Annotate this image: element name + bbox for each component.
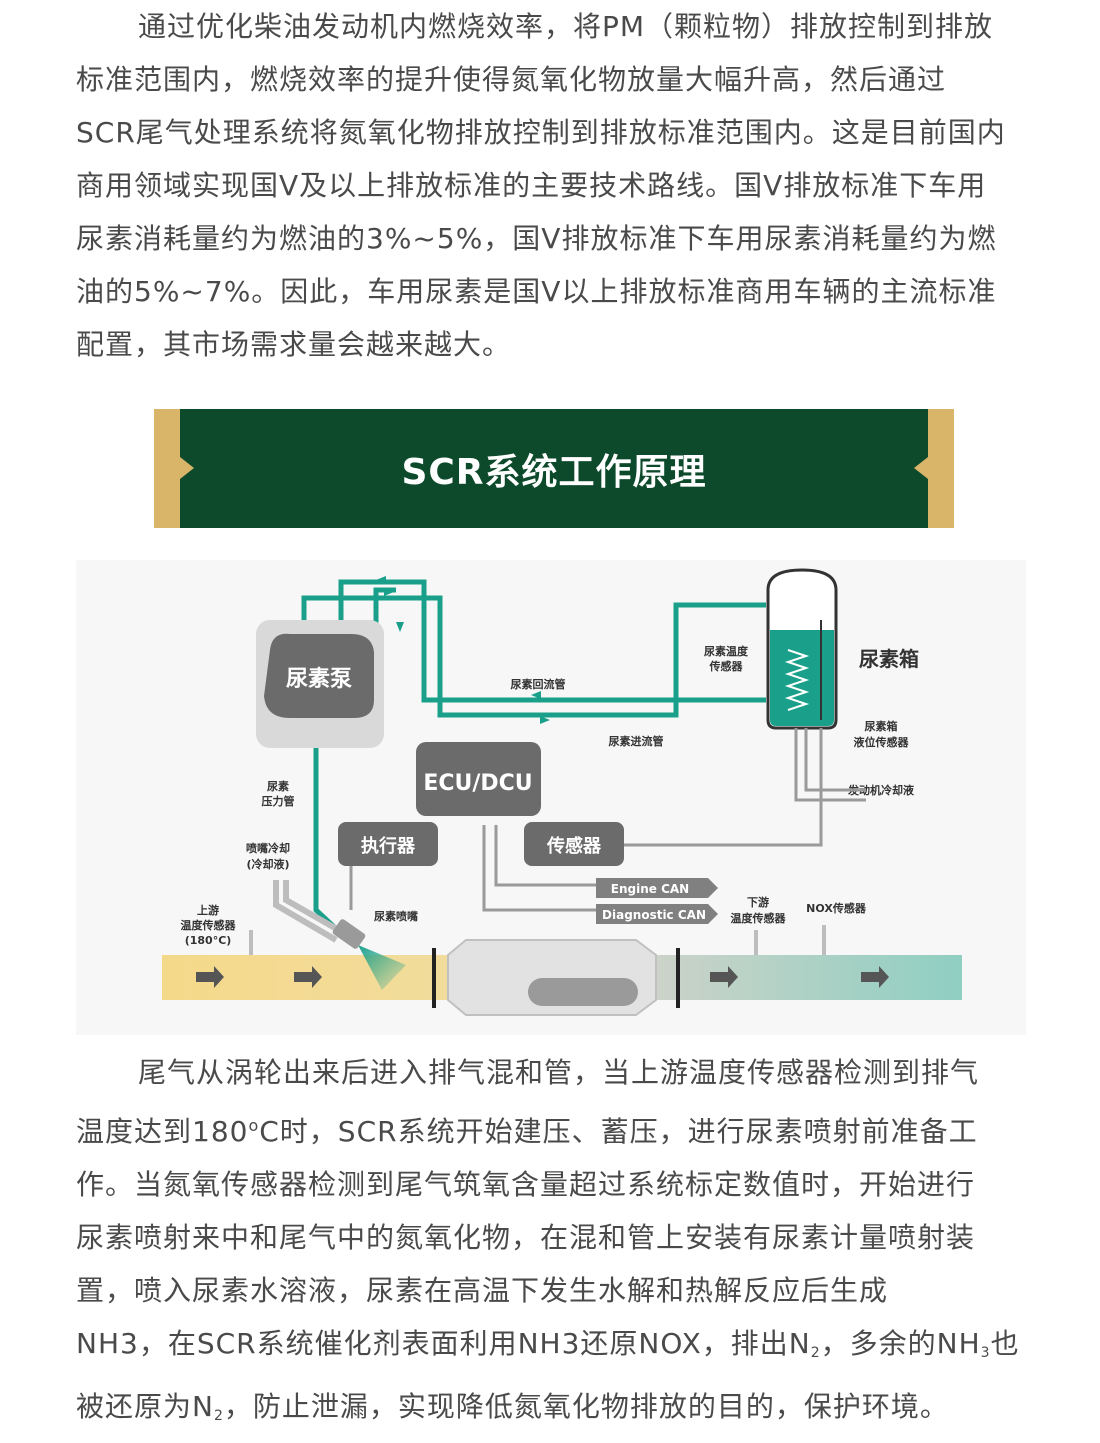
subscript: 2 bbox=[810, 1345, 821, 1361]
banner-arrow-left-icon bbox=[180, 457, 194, 479]
outro-line: 置，喷入尿素水溶液，尿素在高温下发生水解和热解反应后生成 bbox=[76, 1274, 889, 1307]
urea-tank bbox=[766, 568, 838, 730]
return-pipe-line bbox=[301, 595, 766, 718]
outro-text: 被还原为N bbox=[76, 1390, 214, 1423]
inlet-pipe-label: 尿素进流管 bbox=[609, 734, 664, 748]
tank-temp-sensor-label: 尿素温度 bbox=[704, 644, 749, 658]
subscript: 3 bbox=[980, 1345, 991, 1361]
intro-line: 油的5%~7%。因此，车用尿素是国V以上排放标准商用车辆的主流标准 bbox=[76, 275, 997, 308]
outro-text: 也 bbox=[990, 1327, 1020, 1360]
intro-line: 商用领域实现国V及以上排放标准的主要技术路线。国V排放标准下车用 bbox=[76, 169, 987, 202]
urea-pump-label: 尿素泵 bbox=[286, 666, 352, 692]
scr-diagram: 尿素泵 尿素箱 尿素温度 传感器 尿素箱 液位传感器 发动机冷却液 尿素回流管 … bbox=[76, 560, 1026, 1035]
urea-tank-label: 尿素箱 bbox=[859, 647, 919, 671]
outro-line: 作。当氮氧传感器检测到尾气筑氧含量超过系统标定数值时，开始进行 bbox=[76, 1168, 976, 1201]
engine-coolant-label: 发动机冷却液 bbox=[847, 783, 915, 797]
flow-arrows bbox=[376, 576, 550, 724]
outro-paragraph: 尾气从涡轮出来后进入排气混和管，当上游温度传感器检测到排气 温度达到180oC时… bbox=[76, 1046, 1026, 1443]
sensor-probes bbox=[249, 925, 826, 955]
outro-line: 温度达到180oC时，SCR系统开始建压、蓄压，进行尿素喷射前准备工 bbox=[76, 1099, 1026, 1158]
pump-top-line bbox=[373, 587, 396, 630]
diagnostic-can-label: Diagnostic CAN bbox=[602, 908, 706, 922]
tank-level-sensor-label: 尿素箱 bbox=[865, 719, 898, 733]
return-pipe-label: 尿素回流管 bbox=[511, 677, 566, 691]
outro-text: ，防止泄漏，实现降低氮氧化物排放的目的，保护环境。 bbox=[223, 1390, 949, 1423]
outro-text: 温度达到180 bbox=[76, 1115, 249, 1148]
urea-pipes bbox=[301, 579, 766, 940]
outro-text: ，多余的NH bbox=[820, 1327, 981, 1360]
actuator-label: 执行器 bbox=[361, 835, 416, 857]
tank-temp-sensor-label: 传感器 bbox=[709, 659, 744, 673]
nozzle-coolant-hoses bbox=[273, 880, 344, 943]
nozzle-cooling-label: 喷嘴冷却 bbox=[246, 841, 290, 855]
urea-spray bbox=[358, 945, 406, 990]
outro-line: NH3，在SCR系统催化剂表面利用NH3还原NOX，排出N2，多余的NH3也 bbox=[76, 1317, 1026, 1380]
section-title: SCR系统工作原理 bbox=[401, 451, 707, 493]
sensor-label: 传感器 bbox=[546, 835, 602, 857]
intro-line: SCR尾气处理系统将氮氧化物排放控制到排放标准范围内。这是目前国内 bbox=[76, 116, 1006, 149]
downstream-sensor-label: 温度传感器 bbox=[731, 911, 787, 925]
exhaust-flow-arrows bbox=[196, 966, 889, 988]
degree-superscript: o bbox=[248, 1116, 260, 1135]
urea-nozzle-body bbox=[332, 919, 366, 949]
intro-line: 配置，其市场需求量会越来越大。 bbox=[76, 328, 512, 361]
outro-text: C时，SCR系统开始建压、蓄压，进行尿素喷射前准备工 bbox=[259, 1115, 978, 1148]
engine-can-bus bbox=[596, 878, 718, 898]
intro-line: 标准范围内，燃烧效率的提升使得氮氧化物放量大幅升高，然后通过 bbox=[76, 63, 947, 96]
catalyst-core bbox=[528, 978, 638, 1006]
upstream-sensor-label: 温度传感器 bbox=[181, 918, 237, 932]
subscript: 2 bbox=[213, 1408, 224, 1424]
pressure-pipe-label: 尿素 bbox=[267, 779, 289, 793]
nozzle-cooling-label: (冷却液) bbox=[246, 857, 289, 871]
intro-line: 通过优化柴油发动机内燃烧效率，将PM（颗粒物）排放控制到排放 bbox=[138, 10, 994, 43]
actuator-box bbox=[338, 822, 438, 866]
ecu-dcu-label: ECU/DCU bbox=[423, 771, 532, 796]
scr-diagram-svg: 尿素泵 尿素箱 尿素温度 传感器 尿素箱 液位传感器 发动机冷却液 尿素回流管 … bbox=[76, 560, 1026, 1035]
intro-paragraph: 通过优化柴油发动机内燃烧效率，将PM（颗粒物）排放控制到排放 标准范围内，燃烧效… bbox=[76, 0, 1026, 371]
signal-wires bbox=[349, 728, 866, 912]
banner-gold-right bbox=[928, 409, 954, 528]
pipe-flanges bbox=[432, 948, 680, 1008]
outro-line: 尿素喷射来中和尾气中的氮氧化物，在混和管上安装有尿素计量喷射装 bbox=[76, 1221, 976, 1254]
diagnostic-can-bus bbox=[596, 904, 718, 924]
urea-pump-body bbox=[264, 633, 374, 718]
upstream-sensor-label: 上游 bbox=[197, 903, 219, 917]
outro-line: 尾气从涡轮出来后进入排气混和管，当上游温度传感器检测到排气 bbox=[138, 1056, 980, 1089]
banner-arrow-right-icon bbox=[914, 457, 928, 479]
intro-line: 尿素消耗量约为燃油的3%~5%，国V排放标准下车用尿素消耗量约为燃 bbox=[76, 222, 997, 255]
banner-body: SCR系统工作原理 bbox=[180, 409, 928, 528]
downstream-sensor-label: 下游 bbox=[747, 895, 769, 909]
urea-nozzle-label: 尿素喷嘴 bbox=[374, 909, 418, 923]
upstream-sensor-label: (180°C) bbox=[185, 934, 232, 947]
inlet-pipe-line bbox=[338, 579, 766, 703]
outro-text: NH3，在SCR系统催化剂表面利用NH3还原NOX，排出N bbox=[76, 1327, 811, 1360]
nox-sensor-label: NOX传感器 bbox=[806, 901, 867, 915]
sensor-box bbox=[524, 822, 624, 866]
engine-can-label: Engine CAN bbox=[611, 882, 689, 896]
ecu-dcu-box bbox=[416, 742, 541, 816]
section-banner: SCR系统工作原理 bbox=[154, 409, 954, 528]
banner-gold-left bbox=[154, 409, 180, 528]
pressure-pipe-label: 压力管 bbox=[262, 794, 295, 808]
tank-level-sensor-label: 液位传感器 bbox=[854, 735, 910, 749]
outro-line: 被还原为N2，防止泄漏，实现降低氮氧化物排放的目的，保护环境。 bbox=[76, 1380, 1026, 1443]
